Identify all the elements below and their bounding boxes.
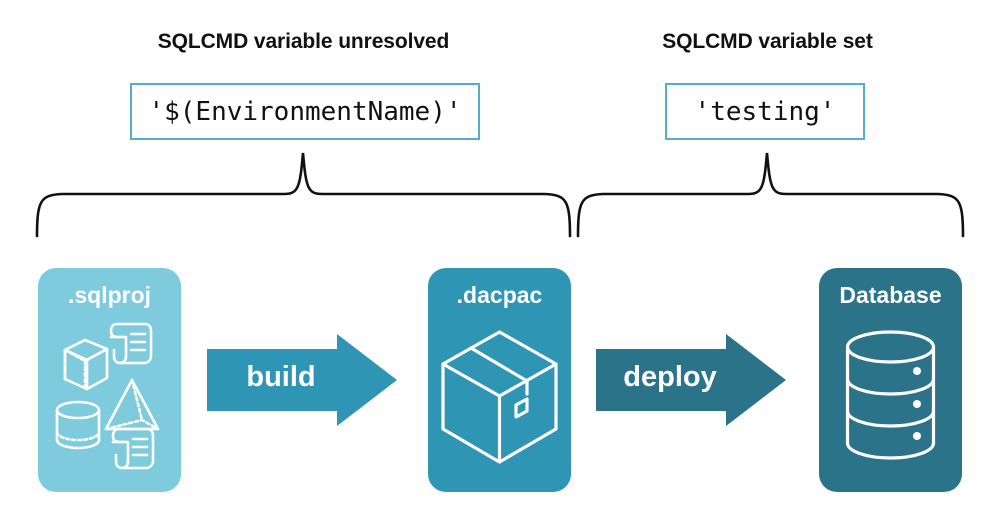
- cylinder-icon: [55, 400, 101, 450]
- arrow-build-shape: [207, 334, 397, 426]
- cube-icon: [63, 338, 109, 392]
- dacpac-artwork: [441, 330, 558, 464]
- stage-label-sqlproj: .sqlproj: [67, 282, 152, 308]
- pyramid-icon: [104, 378, 160, 431]
- arrow-deploy: deploy: [596, 334, 786, 426]
- database-cylinder-icon: [845, 330, 936, 460]
- code-box-unresolved-value: '$(EnvironmentName)': [130, 83, 480, 140]
- arrow-deploy-shape: [596, 334, 786, 426]
- stage-label-database: Database: [839, 282, 942, 308]
- heading-sqlcmd-variable-set: SQLCMD variable set: [662, 30, 873, 53]
- database-status-dots: [913, 367, 921, 440]
- heading-sqlcmd-variable-unresolved: SQLCMD variable unresolved: [157, 30, 450, 53]
- code-box-set-value: 'testing': [665, 83, 865, 140]
- brace-right-icon: [576, 152, 965, 238]
- arrow-build: build: [207, 334, 397, 426]
- stage-label-dacpac: .dacpac: [456, 282, 543, 308]
- scroll-icon-bottom: [111, 427, 155, 470]
- brace-left-icon: [35, 152, 572, 238]
- package-box-icon: [441, 330, 558, 464]
- arrow-deploy-polygon: [596, 334, 786, 426]
- sqlproj-artwork: [55, 322, 160, 470]
- database-artwork: [845, 330, 936, 460]
- stage-box-dacpac: .dacpac: [428, 268, 571, 492]
- scroll-icon-top: [109, 322, 153, 365]
- stage-box-sqlproj: .sqlproj: [38, 268, 181, 492]
- stage-box-database: Database: [819, 268, 962, 492]
- arrow-build-polygon: [207, 334, 397, 426]
